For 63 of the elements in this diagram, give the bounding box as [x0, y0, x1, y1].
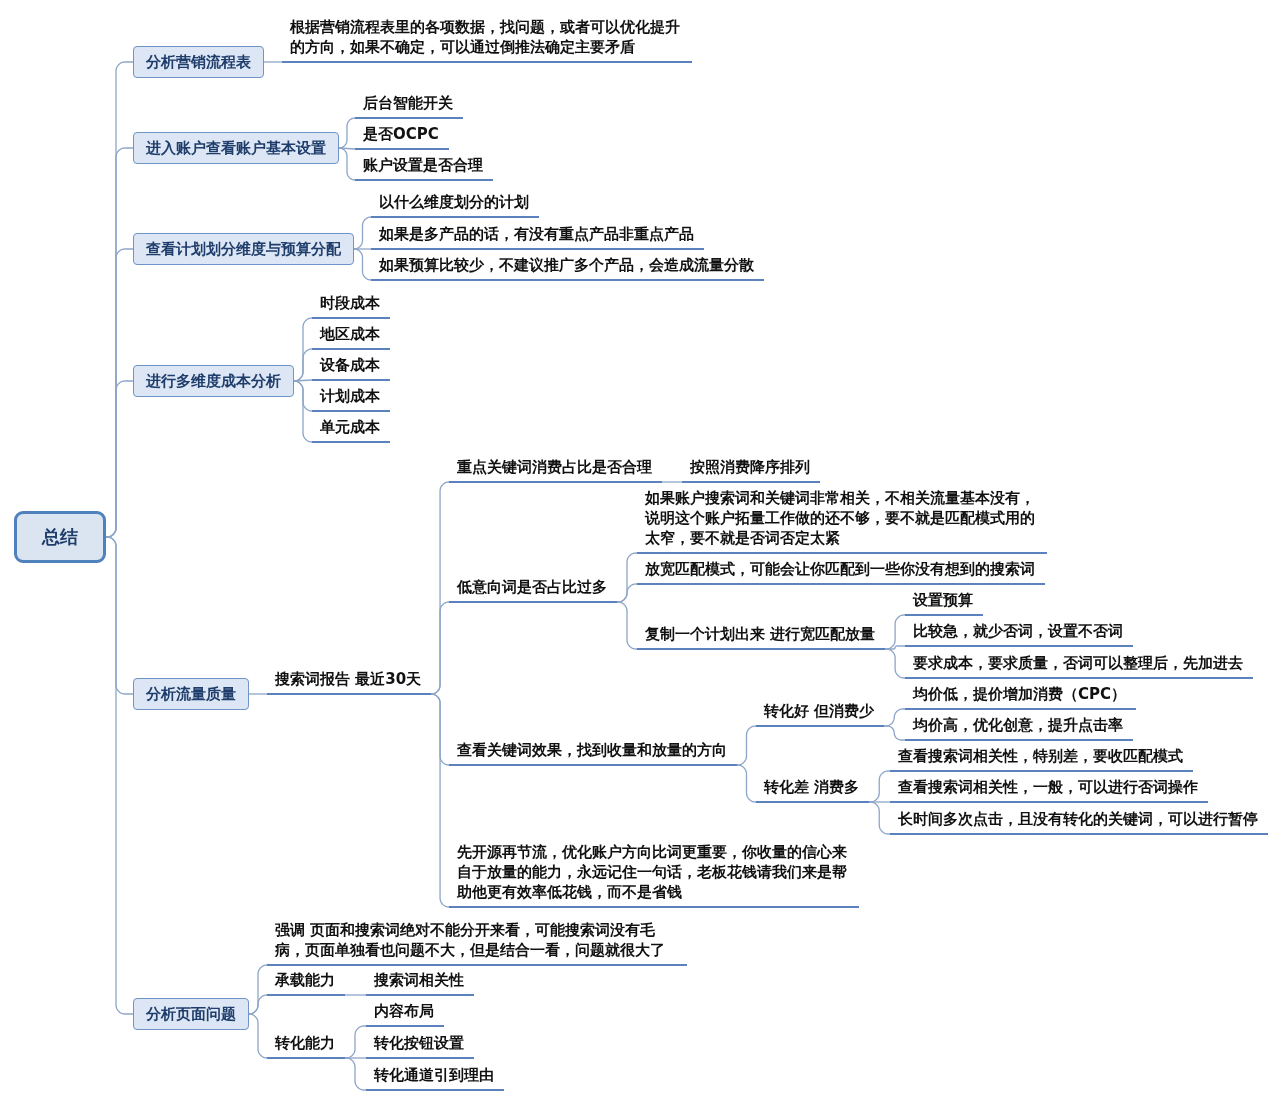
underlined-topic: 转化好 但消费少: [756, 701, 885, 727]
underlined-topic: 比较急，就少否词，设置不否词: [905, 621, 1133, 647]
underlined-topic: 重点关键词消费占比是否合理: [449, 457, 662, 483]
underlined-topic: 转化通道引到理由: [366, 1065, 504, 1091]
underlined-topic: 长时间多次点击，且没有转化的关键词，可以进行暂停: [890, 809, 1268, 835]
topic-box: 进入账户查看账户基本设置: [133, 132, 339, 164]
underlined-topic: 低意向词是否占比过多: [449, 577, 617, 603]
connector-line: [430, 693, 450, 908]
topic-box: 分析流量质量: [133, 678, 249, 710]
connector-line: [263, 61, 283, 63]
underlined-topic: 如果是多产品的话，有没有重点产品非重点产品: [371, 224, 704, 250]
underlined-topic: 搜索词相关性: [366, 970, 474, 996]
topic-box: 分析页面问题: [133, 998, 249, 1030]
connector-line: [344, 994, 367, 996]
connector-line: [736, 764, 757, 803]
connector-line: [248, 693, 268, 695]
underlined-topic: 内容布局: [366, 1001, 444, 1027]
connector-line: [353, 248, 372, 250]
topic-box: 分析营销流程表: [133, 46, 264, 78]
connector-line: [884, 648, 906, 679]
topic-box: 进行多维度成本分析: [133, 365, 294, 397]
underlined-topic: 要求成本，要求质量，否词可以整理后，先加进去: [905, 653, 1253, 679]
underlined-topic: 放宽匹配模式，可能会让你匹配到一些你没有想到的搜索词: [637, 559, 1045, 585]
underlined-topic: 设备成本: [312, 355, 390, 381]
connector-line: [344, 1057, 367, 1091]
underlined-topic: 计划成本: [312, 386, 390, 412]
underlined-topic: 是否OCPC: [355, 124, 449, 150]
underlined-topic: 如果账户搜索词和关键词非常相关，不相关流量基本没有，说明这个账户拓量工作做的还不够，要不就是匹配模式用的太窄，要不就是否词否定太紧: [637, 488, 1047, 554]
underlined-topic: 复制一个计划出来 进行宽匹配放量: [637, 624, 886, 650]
underlined-topic: 均价高，优化创意，提升点击率: [905, 715, 1133, 741]
central-topic-box: 总结: [14, 511, 106, 563]
underlined-topic: 设置预算: [905, 590, 983, 616]
underlined-topic: 转化能力: [267, 1033, 345, 1059]
underlined-topic: 时段成本: [312, 293, 390, 319]
underlined-topic: 地区成本: [312, 324, 390, 350]
connector-line: [248, 994, 268, 1015]
underlined-topic: 查看关键词效果，找到收量和放量的方向: [449, 740, 737, 766]
underlined-topic: 均价低，提价增加消费（CPC）: [905, 684, 1136, 710]
connector-line: [868, 801, 891, 835]
underlined-topic: 后台智能开关: [355, 93, 463, 119]
underlined-topic: 以什么维度划分的计划: [371, 192, 539, 218]
underlined-topic: 根据营销流程表里的各项数据，找问题，或者可以优化提升的方向，如果不确定，可以通过倒推法确定主要矛盾: [282, 17, 692, 63]
underlined-topic: 承载能力: [267, 970, 345, 996]
underlined-topic: 先开源再节流，优化账户方向比词更重要，你收量的信心来自于放量的能力，永远记住一句话，老板花钱请我们来是帮助他更有效率低花钱，而不是省钱: [449, 842, 859, 908]
underlined-topic: 转化差 消费多: [756, 777, 870, 803]
underlined-topic: 如果预算比较少，不建议推广多个产品，会造成流量分散: [371, 255, 764, 281]
connector-line: [430, 601, 450, 695]
underlined-topic: 强调 页面和搜索词绝对不能分开来看，可能搜索词没有毛病，页面单独看也问题不大，但是结合一看，问题就很大了: [267, 920, 687, 966]
connector-line: [616, 601, 638, 650]
underlined-topic: 转化按钮设置: [366, 1033, 474, 1059]
connector-line: [353, 248, 372, 281]
connector-line: [883, 725, 906, 741]
underlined-topic: 单元成本: [312, 417, 390, 443]
topic-box: 查看计划划分维度与预算分配: [133, 233, 354, 265]
underlined-topic: 搜索词报告 最近30天: [267, 669, 432, 695]
underlined-topic: 查看搜索词相关性，特别差，要收匹配模式: [890, 746, 1193, 772]
underlined-topic: 账户设置是否合理: [355, 155, 493, 181]
connector-line: [736, 725, 757, 766]
underlined-topic: 查看搜索词相关性，一般，可以进行否词操作: [890, 777, 1208, 803]
connector-line: [661, 481, 683, 483]
connector-line: [248, 1013, 268, 1059]
connector-line: [338, 147, 356, 181]
underlined-topic: 按照消费降序排列: [682, 457, 820, 483]
